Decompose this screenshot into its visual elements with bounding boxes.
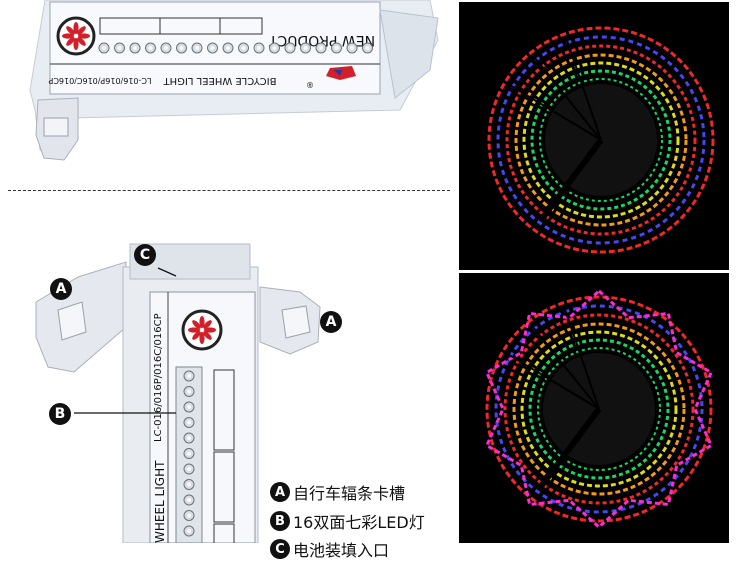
led-bulb [176, 42, 187, 54]
led-bulb [183, 448, 195, 459]
led-bulb [253, 42, 265, 54]
light-ring [512, 322, 686, 496]
fork-arm [536, 407, 602, 491]
led-bulb [362, 42, 373, 54]
legend-text-c: 电池装填入口 [293, 541, 390, 560]
led-bulb [183, 525, 195, 537]
light-ring [503, 313, 695, 505]
led-bulb [183, 479, 195, 490]
led-bulb [183, 494, 195, 506]
vertical-product-photo: LC-016/016P/016C/016CP WHEEL LIGHT [35, 243, 321, 543]
led-bulb [222, 42, 234, 54]
top-brand-text: BICYCLE WHEEL LIGHT [163, 75, 277, 86]
callout-a-left: A [50, 278, 72, 300]
callout-a-right: A [320, 311, 342, 333]
led-bulb [284, 42, 296, 54]
led-bulb [114, 42, 125, 54]
led-bulb [269, 42, 280, 54]
led-bulb [183, 386, 195, 397]
light-ring [496, 35, 706, 245]
top-product-photo: NEW PRODUCT BICYCLE WHEEL LIGHT LC-016/0… [29, 0, 439, 161]
led-bulb [129, 42, 141, 54]
spoke [564, 35, 602, 141]
led-bulb [183, 370, 195, 382]
light-ring [522, 61, 680, 219]
led-bulb [98, 42, 110, 54]
spoke [529, 322, 600, 410]
led-bulb [331, 42, 342, 54]
led-bulb [346, 42, 358, 54]
legend-item-a: A 自行车辐条卡槽 [270, 480, 405, 504]
legend-badge-c: C [270, 539, 290, 559]
legend-badge-a: A [270, 482, 290, 502]
callout-c: C [134, 244, 156, 266]
led-bulb [183, 432, 195, 444]
led-bulb [315, 42, 327, 54]
light-ring [485, 295, 713, 523]
vertical-brand-text: WHEEL LIGHT [153, 460, 167, 543]
led-bulb [238, 42, 249, 54]
legend-text-b: 16双面七彩LED灯 [293, 513, 425, 532]
top-model-text: LC-016/016P/016C/016CP [48, 76, 151, 85]
led-bulb [183, 510, 195, 521]
top-registered-mark: ® [306, 80, 314, 89]
led-bulb [207, 42, 218, 54]
wheel-photo-bottom [459, 273, 729, 543]
legend-item-c: C 电池装填入口 [270, 537, 389, 561]
light-ring [539, 78, 663, 202]
led-bulb [160, 42, 172, 54]
top-led-row [98, 42, 373, 54]
spoke [504, 351, 600, 410]
callout-b: B [49, 403, 71, 425]
vertical-model-text: LC-016/016P/016C/016CP [153, 313, 164, 442]
section-divider [8, 190, 450, 191]
led-bulb [183, 401, 195, 413]
legend-text-a: 自行车辐条卡槽 [293, 484, 406, 503]
wheel-photo-top [459, 2, 729, 270]
led-bulb [183, 417, 195, 428]
light-ring [530, 69, 672, 211]
light-ring [487, 26, 715, 254]
star-pattern [484, 288, 714, 530]
led-bulb [300, 42, 311, 54]
spoke [562, 304, 600, 410]
light-ring [494, 304, 704, 514]
light-ring [528, 338, 670, 480]
light-ring [537, 347, 661, 471]
spoke [506, 82, 602, 141]
led-bulb [191, 42, 203, 54]
legend-item-b: B 16双面七彩LED灯 [270, 509, 425, 533]
led-bulb [183, 463, 195, 475]
legend-badge-b: B [270, 511, 290, 531]
spoke [531, 53, 602, 141]
led-bulb [145, 42, 156, 54]
light-ring [514, 53, 688, 227]
light-ring [520, 330, 678, 488]
light-ring [505, 44, 697, 236]
fork-arm [538, 138, 604, 222]
